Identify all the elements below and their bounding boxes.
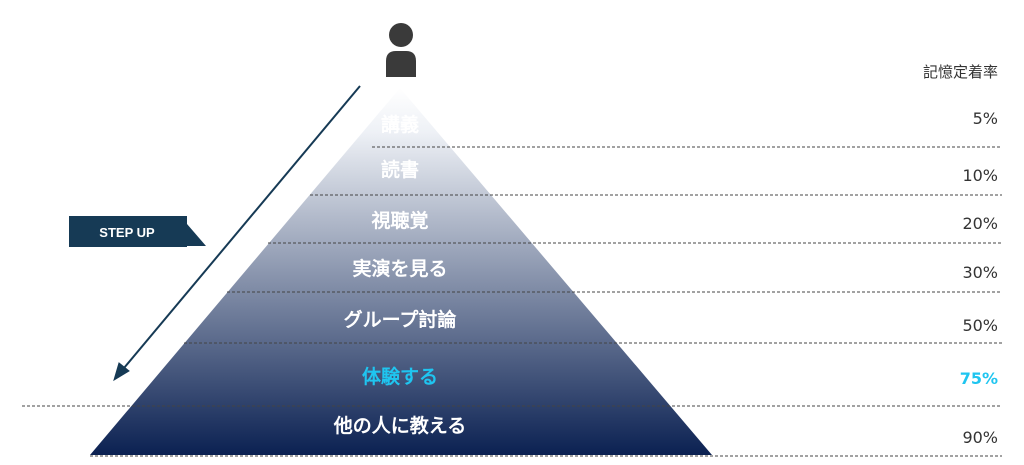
pyramid-level-label: 読書 xyxy=(381,158,419,181)
retention-rate-value: 5% xyxy=(973,109,998,128)
retention-rate-value: 20% xyxy=(962,214,998,233)
retention-rates: 5% 10% 20% 30% 50% 75% 90% xyxy=(960,109,998,447)
pyramid-level-label: グループ討論 xyxy=(344,308,458,331)
person-icon xyxy=(386,23,416,77)
retention-rate-value: 90% xyxy=(962,428,998,447)
pyramid-shape xyxy=(90,88,712,455)
step-up-callout xyxy=(69,216,206,247)
pyramid-level-label: 体験する xyxy=(362,365,438,388)
retention-rate-value: 10% xyxy=(962,166,998,185)
pyramid-level-label: 他の人に教える xyxy=(333,414,466,437)
step-up-label: STEP UP xyxy=(99,225,155,240)
pyramid-level-label: 講義 xyxy=(381,113,419,136)
divider-lines xyxy=(22,146,1002,457)
retention-rate-value: 30% xyxy=(962,263,998,282)
pyramid-level-label: 実演を見る xyxy=(352,257,447,280)
retention-rate-value: 50% xyxy=(962,316,998,335)
retention-rate-heading: 記憶定着率 xyxy=(923,63,998,81)
arrow-down-left-icon xyxy=(113,85,361,382)
retention-rate-value: 75% xyxy=(960,369,998,388)
pyramid-level-label: 視聴覚 xyxy=(370,209,428,232)
